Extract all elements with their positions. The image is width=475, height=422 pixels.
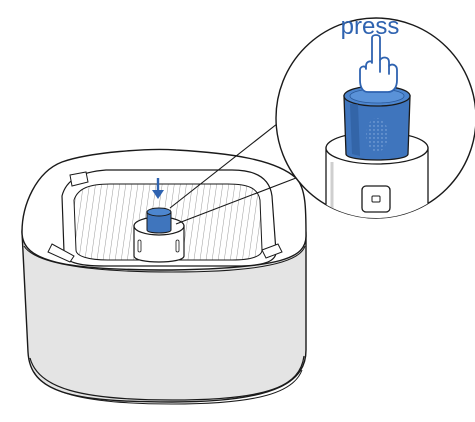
- filter-mesh-pattern: [366, 118, 388, 152]
- press-label: press: [341, 13, 400, 40]
- fountain-body: [22, 150, 306, 405]
- filter-cartridge-zoom[interactable]: [344, 86, 410, 160]
- filter-cartridge-small[interactable]: [147, 208, 171, 233]
